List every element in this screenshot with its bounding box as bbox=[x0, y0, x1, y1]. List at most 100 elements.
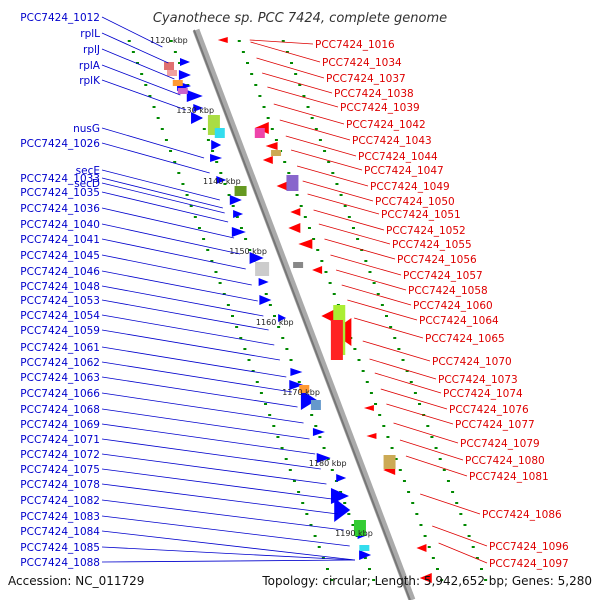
right-leader-line bbox=[290, 149, 363, 171]
right-leader-line bbox=[374, 372, 442, 394]
reverse-gene-arrow bbox=[312, 266, 323, 274]
tick-dot bbox=[423, 535, 427, 537]
gene-box bbox=[310, 400, 321, 410]
forward-gene-arrow bbox=[258, 278, 269, 286]
left-leader-line bbox=[101, 285, 264, 317]
right-label: PCC7424_1060 bbox=[413, 300, 493, 312]
left-label: rplA bbox=[79, 60, 101, 72]
tick-dot bbox=[294, 73, 298, 75]
tick-dot bbox=[127, 40, 131, 42]
gene-box bbox=[299, 385, 310, 393]
right-label: PCC7424_1058 bbox=[408, 285, 488, 297]
left-label: secE bbox=[76, 165, 100, 177]
left-leader-line bbox=[101, 392, 304, 424]
right-label: PCC7424_1086 bbox=[482, 509, 562, 521]
tick-dot bbox=[347, 513, 351, 515]
left-leader-line bbox=[101, 408, 310, 440]
right-leader-line bbox=[256, 57, 325, 79]
tick-dot bbox=[307, 227, 311, 229]
tick-dot bbox=[289, 359, 293, 361]
left-leader-line bbox=[101, 191, 229, 223]
tick-dot bbox=[277, 326, 281, 328]
tick-dot bbox=[431, 557, 435, 559]
left-leader-line bbox=[101, 182, 225, 214]
left-label: PCC7424_1012 bbox=[20, 12, 100, 24]
genome-backbone bbox=[192, 28, 416, 600]
left-label: PCC7424_1059 bbox=[20, 325, 100, 337]
tick-dot bbox=[266, 117, 270, 119]
forward-gene-arrow bbox=[233, 210, 244, 218]
gene-box bbox=[177, 88, 188, 94]
tick-dot bbox=[442, 469, 446, 471]
left-leader-line bbox=[101, 438, 321, 470]
tick-dot bbox=[264, 403, 268, 405]
right-leader-line bbox=[324, 238, 396, 260]
tick-dot bbox=[409, 381, 413, 383]
right-leader-line bbox=[432, 525, 488, 547]
tick-dot bbox=[268, 414, 272, 416]
right-leader-line bbox=[273, 103, 345, 125]
tick-dot bbox=[419, 524, 423, 526]
gene-box bbox=[167, 70, 178, 76]
tick-dot bbox=[351, 524, 355, 526]
right-label: PCC7424_1052 bbox=[386, 225, 466, 237]
kbp-label: 1140 kbp bbox=[203, 177, 241, 186]
left-label: PCC7424_1063 bbox=[20, 372, 100, 384]
tick-dot bbox=[310, 117, 314, 119]
tick-dot bbox=[281, 337, 285, 339]
right-leader-line bbox=[341, 284, 412, 306]
left-leader-line bbox=[101, 32, 169, 64]
reverse-gene-arrow bbox=[276, 181, 289, 191]
tick-dot bbox=[312, 238, 316, 240]
reverse-gene-arrow bbox=[265, 142, 278, 150]
tick-dot bbox=[177, 172, 181, 174]
tick-dot bbox=[239, 337, 243, 339]
reverse-gene-arrow bbox=[262, 156, 273, 164]
tick-dot bbox=[402, 480, 406, 482]
tick-dot bbox=[413, 392, 417, 394]
tick-dot bbox=[247, 359, 251, 361]
tick-dot bbox=[164, 139, 168, 141]
left-label: PCC7424_1035 bbox=[20, 187, 100, 199]
tick-dot bbox=[281, 40, 285, 42]
tick-dot bbox=[397, 348, 401, 350]
tick-dot bbox=[325, 568, 329, 570]
left-leader-line bbox=[101, 329, 280, 361]
left-leader-line bbox=[101, 142, 210, 174]
gene-box bbox=[234, 186, 247, 196]
right-leader-line bbox=[386, 403, 454, 425]
forward-gene-arrow bbox=[211, 140, 222, 150]
tick-dot bbox=[299, 205, 303, 207]
tick-dot bbox=[226, 304, 230, 306]
gene-box bbox=[271, 150, 282, 156]
tick-dot bbox=[156, 117, 160, 119]
right-label: PCC7424_1044 bbox=[358, 151, 438, 163]
tick-dot bbox=[136, 62, 140, 64]
tick-dot bbox=[223, 183, 227, 185]
gene-box bbox=[293, 262, 304, 268]
right-label: PCC7424_1037 bbox=[326, 73, 406, 85]
tick-dot bbox=[339, 194, 343, 196]
map-title: Cyanothece sp. PCC 7424, complete genome bbox=[153, 11, 447, 26]
reverse-gene-arrow bbox=[217, 37, 228, 43]
tick-dot bbox=[356, 238, 360, 240]
tick-dot bbox=[367, 568, 371, 570]
tick-dot bbox=[326, 458, 330, 460]
reverse-gene-arrow bbox=[363, 405, 374, 411]
left-leader-line bbox=[101, 16, 163, 48]
tick-dot bbox=[173, 51, 177, 53]
tick-dot bbox=[434, 447, 438, 449]
tick-dot bbox=[317, 546, 321, 548]
tick-dot bbox=[328, 282, 332, 284]
tick-dot bbox=[241, 51, 245, 53]
left-leader-line bbox=[101, 559, 355, 563]
left-leader-line bbox=[101, 453, 327, 485]
tick-dot bbox=[197, 227, 201, 229]
right-leader-line bbox=[267, 86, 339, 108]
tick-dot bbox=[386, 436, 390, 438]
tick-dot bbox=[351, 227, 355, 229]
tick-dot bbox=[222, 293, 226, 295]
right-label: PCC7424_1074 bbox=[443, 388, 523, 400]
tick-dot bbox=[353, 348, 357, 350]
tick-dot bbox=[244, 238, 248, 240]
